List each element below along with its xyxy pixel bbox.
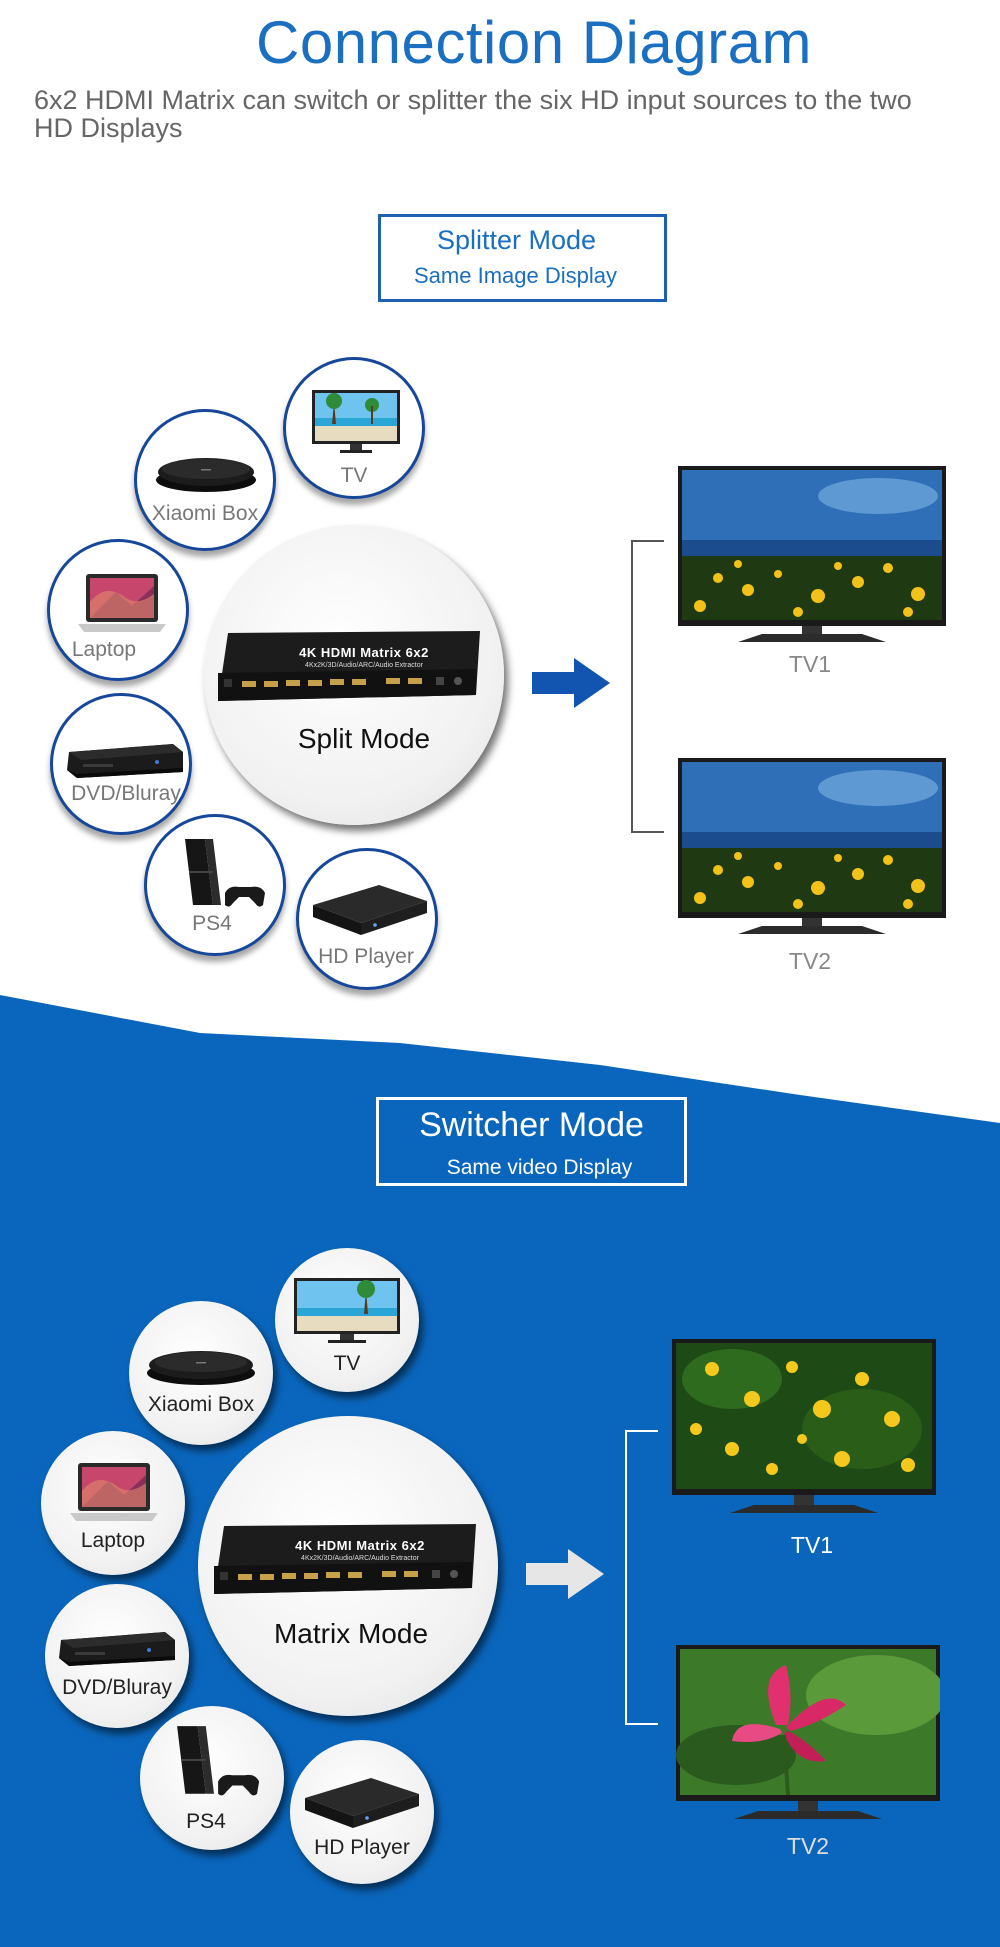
splitter-bracket-icon xyxy=(631,540,664,833)
switcher-tv2-label: TV2 xyxy=(786,1833,830,1859)
splitter-mode-subtitle: Same Image Display xyxy=(414,263,617,288)
tv-icon xyxy=(294,1278,400,1343)
switcher-source-laptop-circle: Laptop xyxy=(41,1431,185,1575)
switcher-device-text: 4K HDMI Matrix 6x2 xyxy=(295,1538,425,1553)
switcher-source-xiaomi-circle: Xiaomi Box xyxy=(129,1301,273,1445)
switcher-mode-label: Matrix Mode xyxy=(273,1618,429,1649)
source-xiaomi-label: Xiaomi Box xyxy=(151,502,259,525)
splitter-tv1-label: TV1 xyxy=(788,651,832,677)
switcher-source-tv-label: TV xyxy=(333,1352,361,1375)
splitter-mode-title: Splitter Mode xyxy=(436,225,597,255)
switcher-source-hdplayer-circle: HD Player xyxy=(290,1740,434,1884)
source-xiaomi-circle: Xiaomi Box xyxy=(134,409,276,551)
switcher-center-circle: 4K HDMI Matrix 6x2 4Kx2K/3D/Audio/ARC/Au… xyxy=(198,1416,498,1716)
source-laptop-label: Laptop xyxy=(71,638,137,661)
switcher-mode-box: Switcher Mode Same video Display xyxy=(376,1097,687,1186)
switcher-device-subtext: 4Kx2K/3D/Audio/ARC/Audio Extractor xyxy=(301,1555,419,1562)
switcher-tv1-label: TV1 xyxy=(790,1532,834,1558)
hd-player-icon xyxy=(313,885,427,935)
xiaomi-box-icon xyxy=(147,1351,255,1385)
xiaomi-box-icon xyxy=(156,458,256,492)
splitter-tv1-icon xyxy=(678,466,946,642)
hdmi-matrix-icon xyxy=(218,631,480,701)
source-hdplayer-circle: HD Player xyxy=(296,848,438,990)
ps4-icon xyxy=(177,1726,260,1796)
source-tv-circle: TV xyxy=(283,357,425,499)
switcher-source-ps4-label: PS4 xyxy=(186,1810,226,1833)
page-title: Connection Diagram xyxy=(256,9,812,76)
switcher-source-dvd-circle: DVD/Bluray xyxy=(45,1584,189,1728)
splitter-tv2-icon xyxy=(678,758,946,934)
switcher-bracket-icon xyxy=(625,1430,658,1725)
switcher-source-dvd-label: DVD/Bluray xyxy=(62,1676,172,1699)
source-tv-label: TV xyxy=(340,464,368,487)
tv-icon xyxy=(312,390,400,453)
splitter-device-text: 4K HDMI Matrix 6x2 xyxy=(299,645,429,660)
source-ps4-circle: PS4 xyxy=(144,814,286,956)
switcher-mode-title: Switcher Mode xyxy=(419,1106,644,1144)
switcher-source-tv-circle: TV xyxy=(275,1248,419,1392)
splitter-tv2-label: TV2 xyxy=(788,948,832,974)
switcher-tv2-icon xyxy=(676,1645,940,1819)
splitter-device-subtext: 4Kx2K/3D/Audio/ARC/Audio Extractor xyxy=(305,662,423,669)
source-dvd-label: DVD/Bluray xyxy=(71,782,181,805)
hdmi-matrix-icon xyxy=(214,1524,476,1594)
page-subtitle: 6x2 HDMI Matrix can switch or splitter t… xyxy=(34,85,912,143)
ps4-icon xyxy=(185,839,265,907)
laptop-icon xyxy=(78,574,166,632)
source-dvd-circle: DVD/Bluray xyxy=(50,693,192,835)
switcher-arrow-right-icon xyxy=(526,1549,604,1599)
switcher-source-xiaomi-label: Xiaomi Box xyxy=(147,1393,255,1416)
source-ps4-label: PS4 xyxy=(192,912,232,935)
laptop-icon xyxy=(70,1463,158,1521)
hd-player-icon xyxy=(305,1778,419,1828)
source-laptop-circle: Laptop xyxy=(47,539,189,681)
source-hdplayer-label: HD Player xyxy=(318,945,414,968)
splitter-mode-box: Splitter Mode Same Image Display xyxy=(378,214,667,302)
switcher-source-laptop-label: Laptop xyxy=(80,1529,146,1552)
splitter-center-circle: 4K HDMI Matrix 6x2 4Kx2K/3D/Audio/ARC/Au… xyxy=(204,525,504,825)
switcher-source-ps4-circle: PS4 xyxy=(140,1706,284,1850)
splitter-arrow-right-icon xyxy=(532,658,610,708)
switcher-mode-subtitle: Same video Display xyxy=(446,1156,633,1179)
switcher-tv1-icon xyxy=(672,1339,936,1513)
switcher-source-hdplayer-label: HD Player xyxy=(314,1836,410,1859)
splitter-mode-label: Split Mode xyxy=(297,723,431,754)
dvd-player-icon xyxy=(59,1632,175,1666)
dvd-player-icon xyxy=(67,744,183,778)
